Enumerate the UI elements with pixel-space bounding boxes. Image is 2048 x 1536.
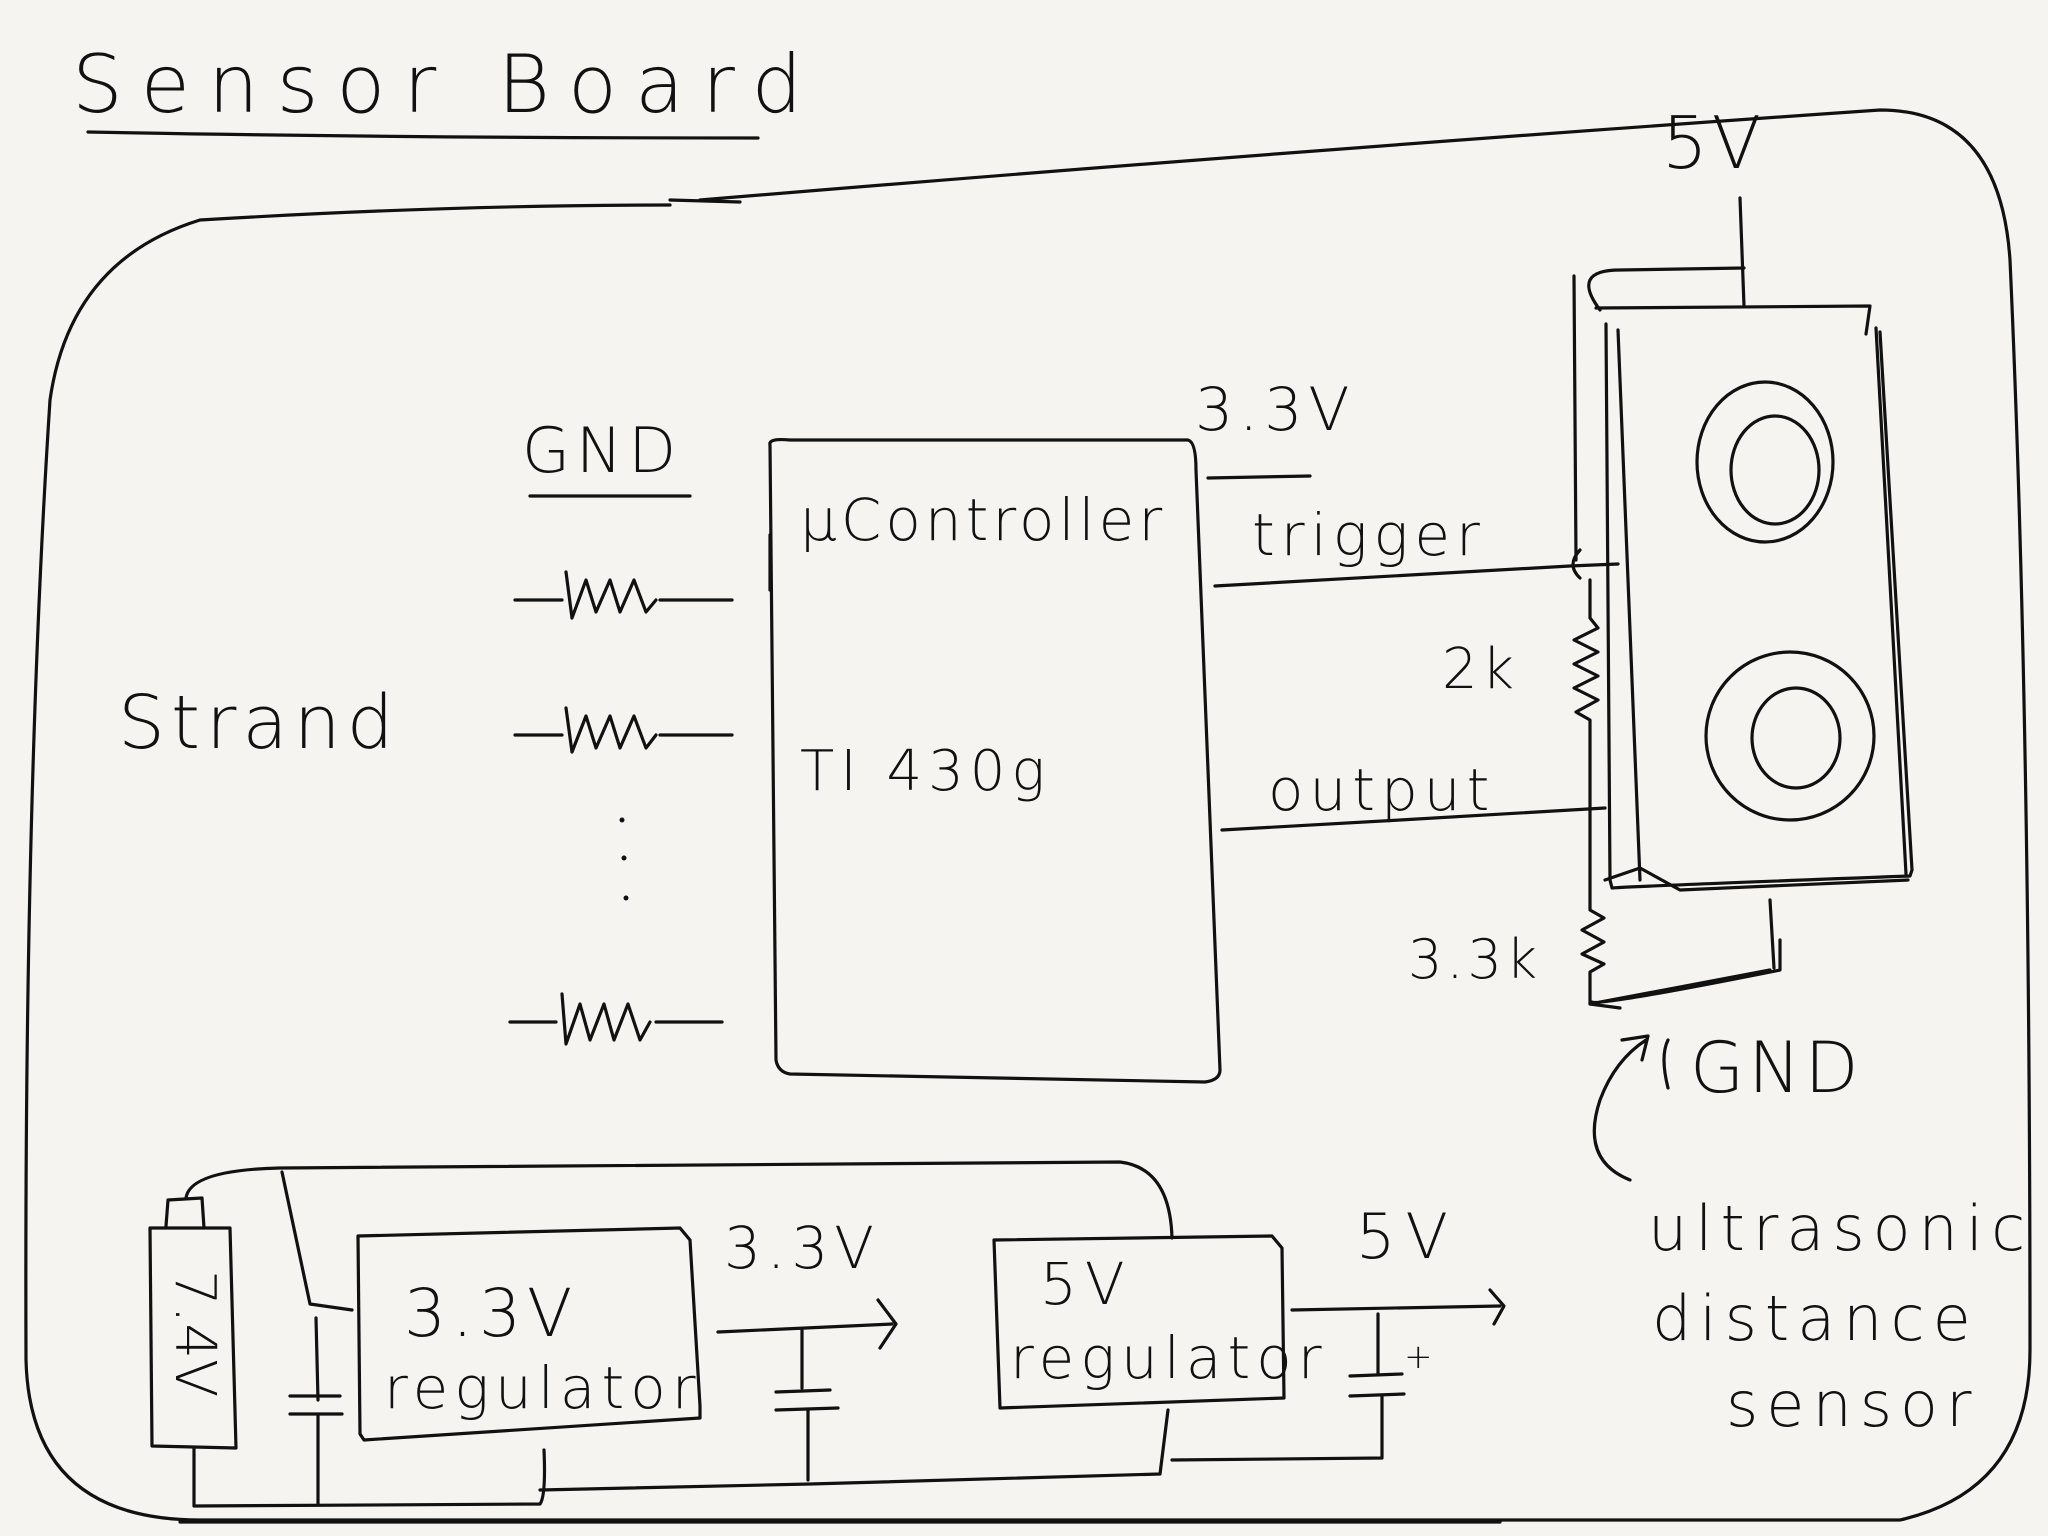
divider-top-wire — [1572, 274, 1578, 562]
reg-3v3-subtitle: regulator — [384, 1354, 702, 1422]
out-3v3-label: 3.3V — [724, 1214, 880, 1282]
battery-label: 7.4V — [162, 1270, 227, 1397]
out-3v3-arrowhead — [876, 1298, 898, 1350]
mcu-model: TI 430g — [800, 739, 1051, 804]
strand-resistor-n — [508, 992, 724, 1046]
reg-5v-box — [992, 1234, 1286, 1410]
sensor-5v-label: 5V — [1662, 101, 1765, 185]
output-line — [1220, 806, 1607, 832]
mcu-label: μController — [800, 486, 1166, 554]
battery: 7.4V — [148, 1196, 238, 1450]
sensor-caption-1: ultrasonic — [1648, 1192, 2033, 1265]
battery-to-3v3-reg-wire — [280, 1170, 354, 1312]
mcu-3v3-line — [1206, 474, 1312, 480]
out-5v-wire — [1290, 1304, 1502, 1312]
output-label: output — [1268, 756, 1495, 824]
trigger-label: trigger — [1252, 501, 1486, 569]
trigger-jumper — [1571, 548, 1582, 580]
ultrasonic-sensor — [1594, 304, 1914, 892]
sensor-gnd-label: GND — [1690, 1027, 1863, 1109]
gnd-up-mark — [1662, 1038, 1670, 1090]
ground-return-right — [538, 1408, 1170, 1492]
ground-return-left — [192, 1446, 547, 1508]
strand-label: Strand — [118, 680, 400, 766]
strand-resistor-2 — [513, 706, 734, 754]
input-capacitor — [288, 1316, 344, 1506]
sensor-gnd-wire — [1588, 898, 1782, 1006]
strand-resistor-1 — [513, 570, 734, 620]
caption-arrowhead — [1620, 1034, 1650, 1062]
trigger-line — [1213, 562, 1620, 588]
sensor-5v-return — [1587, 266, 1746, 312]
transducer-top — [1695, 380, 1835, 544]
reg-5v-title: 5V — [1040, 1250, 1133, 1318]
caption-arrow — [1592, 1038, 1648, 1182]
mcu-3v3-label: 3.3V — [1195, 375, 1355, 445]
reg-5v-subtitle: regulator — [1010, 1324, 1328, 1392]
out-5v-label: 5V — [1356, 1200, 1458, 1273]
strand-gnd-label: GND — [522, 414, 682, 487]
out-5v-arrowhead — [1488, 1288, 1506, 1326]
title-underline — [86, 130, 760, 140]
r-top-label: 2k — [1442, 637, 1518, 702]
r-bottom-resistor — [1580, 806, 1622, 1010]
sensor-caption-3: sensor — [1726, 1368, 1979, 1441]
r-top-resistor — [1572, 578, 1600, 810]
reg-3v3-title: 3.3V — [404, 1275, 578, 1352]
mcu-box — [768, 437, 1222, 1084]
battery-to-5v-reg-wire — [184, 1160, 1174, 1240]
sensor-5v-drop — [1738, 196, 1746, 308]
out-3v3-capacitor — [774, 1328, 840, 1482]
reg-3v3-box — [356, 1226, 702, 1442]
out-3v3-wire — [716, 1322, 894, 1334]
board-outline — [24, 108, 2032, 1522]
page-title: Sensor Board — [72, 38, 820, 131]
sensor-caption-2: distance — [1652, 1282, 1979, 1355]
strand-ellipsis — [619, 817, 629, 901]
r-bottom-label: 3.3k — [1408, 928, 1541, 991]
transducer-bottom — [1704, 650, 1876, 822]
cap-polarity-mark: + — [1404, 1337, 1433, 1377]
out-5v-capacitor — [1170, 1312, 1406, 1462]
